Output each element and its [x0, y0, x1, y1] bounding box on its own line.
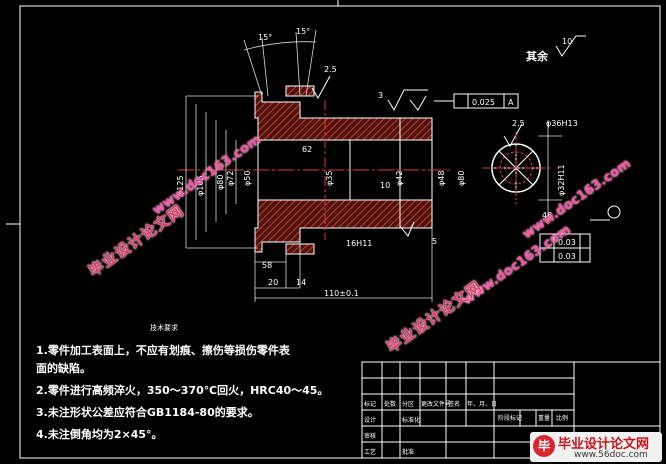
roughness-symbols — [311, 35, 586, 237]
tol-a: A — [508, 98, 514, 107]
roughness-right: 2.5 — [512, 119, 525, 128]
brand-name: 毕业设计论文网 — [558, 437, 650, 452]
tb-label-1: 处数 — [384, 400, 396, 408]
dim-48: 48 — [542, 211, 552, 220]
dim-110: 110±0.1 — [324, 289, 359, 298]
tb-label-12: 工艺 — [364, 448, 376, 456]
tb-label-7: 重量 — [538, 414, 550, 422]
gdt-frames — [434, 93, 621, 263]
dim-phi80-side: φ80 — [457, 171, 466, 186]
dim-phi32h11: φ32H11 — [557, 164, 566, 196]
section-right-upper — [399, 117, 433, 141]
note-line-5: 4.未注倒角均为2×45°。 — [36, 428, 163, 441]
tol-003b: 0.03 — [558, 252, 576, 261]
surface-note: 其余 — [526, 49, 549, 63]
tb-label-5: 年、月、日 — [467, 400, 497, 408]
dim-phi35: φ35 — [325, 171, 334, 186]
dim-62: 62 — [302, 145, 312, 154]
tb-label-6: 阶段标记 — [498, 414, 522, 422]
dim-angle-1: 15° — [258, 33, 272, 42]
dim-phi50: φ50 — [243, 171, 252, 186]
tb-label-3: 更改文件号 — [421, 400, 451, 408]
tb-label-8: 比例 — [556, 414, 568, 422]
drawing-border — [19, 5, 661, 459]
section-right-lower — [399, 199, 433, 229]
tb-label-2: 分区 — [402, 400, 414, 408]
dim-20: 20 — [268, 278, 278, 287]
dim-14: 14 — [296, 278, 306, 287]
tol-003a: 0.03 — [558, 238, 576, 247]
tb-label-0: 标记 — [364, 400, 376, 408]
dim-58: 58 — [262, 261, 272, 270]
dim-16h11: 16H11 — [346, 239, 372, 248]
note-line-2: 面的缺陷。 — [36, 362, 91, 375]
dim-phi105: φ105 — [196, 175, 205, 196]
dim-phi125: φ125 — [176, 175, 185, 196]
title-block — [361, 361, 661, 459]
surface-roughness-general: 10 — [562, 37, 572, 46]
note-line-1: 1.零件加工表面上，不应有划痕、擦伤等损伤零件表 — [36, 344, 290, 357]
dim-phi80: φ80 — [216, 175, 225, 190]
dim-phi36h13: φ36H13 — [546, 119, 578, 128]
length-dimensions — [254, 228, 433, 302]
tb-label-4: 签名 — [448, 400, 460, 408]
roughness-top: 2.5 — [324, 65, 337, 74]
dim-phi48: φ48 — [437, 171, 446, 186]
dim-phi42: φ42 — [395, 171, 404, 186]
section-upper — [254, 91, 413, 141]
tb-label-11: 审核 — [364, 432, 376, 440]
tech-req-title: 技术要求 — [150, 323, 178, 332]
tb-label-10: 标准化 — [402, 416, 420, 424]
spline-side-view — [482, 120, 562, 216]
site-logo: 毕 毕业设计论文网 www.56doc.com — [530, 432, 662, 462]
tb-label-13: 批准 — [402, 448, 414, 456]
tb-label-9: 设计 — [364, 416, 376, 424]
logo-badge: 毕 — [533, 435, 555, 457]
roughness-center: 10 — [380, 181, 390, 190]
diameter-dimensions — [185, 95, 258, 249]
dim-5: 5 — [432, 237, 437, 246]
tol-025: 0.025 — [472, 98, 495, 107]
dim-phi72: φ72 — [226, 171, 235, 186]
dim-angle-2: 15° — [296, 27, 310, 36]
note-line-4: 3.未注形状公差应符合GB1184-80的要求。 — [36, 406, 259, 419]
note-line-3: 2.零件进行高频淬火，350～370℃回火，HRC40～45。 — [36, 384, 329, 397]
angle-lines — [243, 29, 317, 97]
section-lower — [254, 199, 413, 253]
dim-3: 3 — [378, 91, 383, 100]
brand-url: www.56doc.com — [574, 450, 648, 460]
